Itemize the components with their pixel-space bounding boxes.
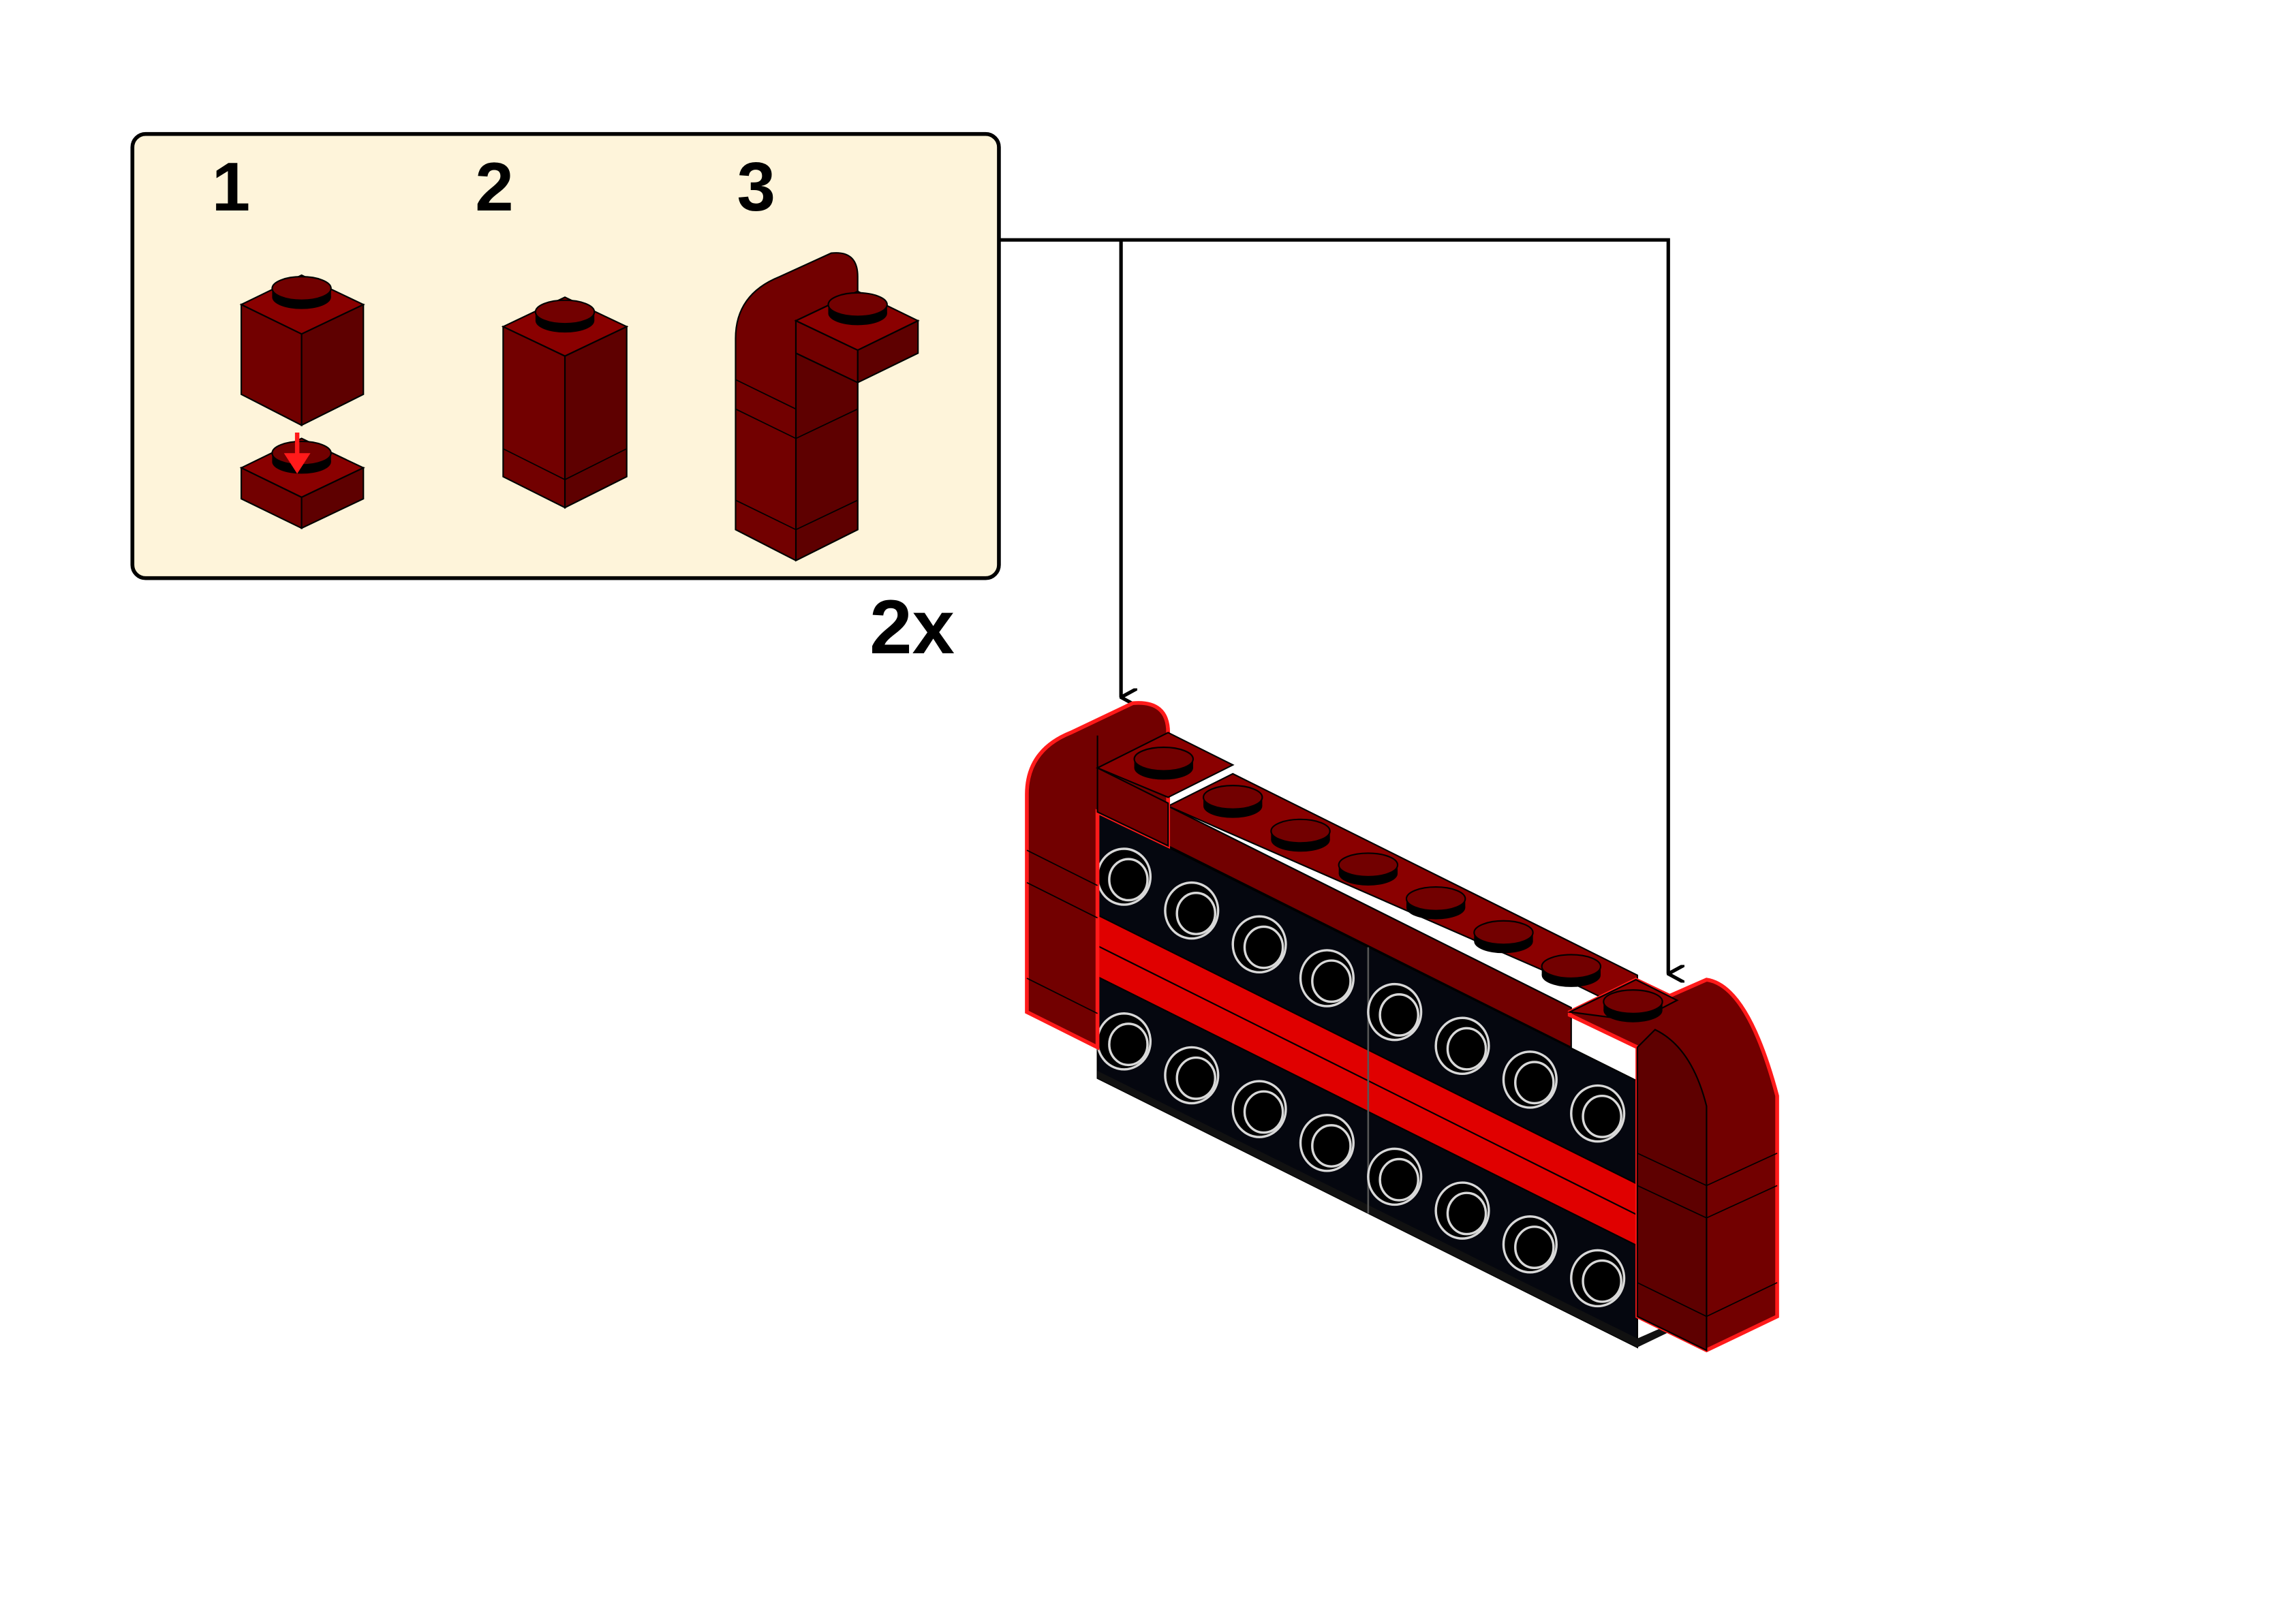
place-down-arrow-icon xyxy=(283,432,311,474)
step-number-1: 1 xyxy=(212,148,250,225)
step-2-parts xyxy=(501,296,629,509)
plate-1x1 xyxy=(239,437,365,530)
callout-connector xyxy=(998,238,1668,973)
callout-box: 1 2 3 xyxy=(130,131,1001,580)
main-assembly xyxy=(1025,701,1779,1353)
connector-arrow-right xyxy=(998,238,1668,973)
step-3-parts xyxy=(735,252,920,562)
quantity-multiplier: 2x xyxy=(869,584,955,670)
left-corner-piece xyxy=(1025,701,1235,1050)
step-number-2: 2 xyxy=(475,148,513,225)
step-1-parts xyxy=(239,274,365,530)
brick-1x1 xyxy=(239,274,365,426)
right-corner-piece xyxy=(1567,978,1779,1353)
step-number-3: 3 xyxy=(737,148,775,225)
